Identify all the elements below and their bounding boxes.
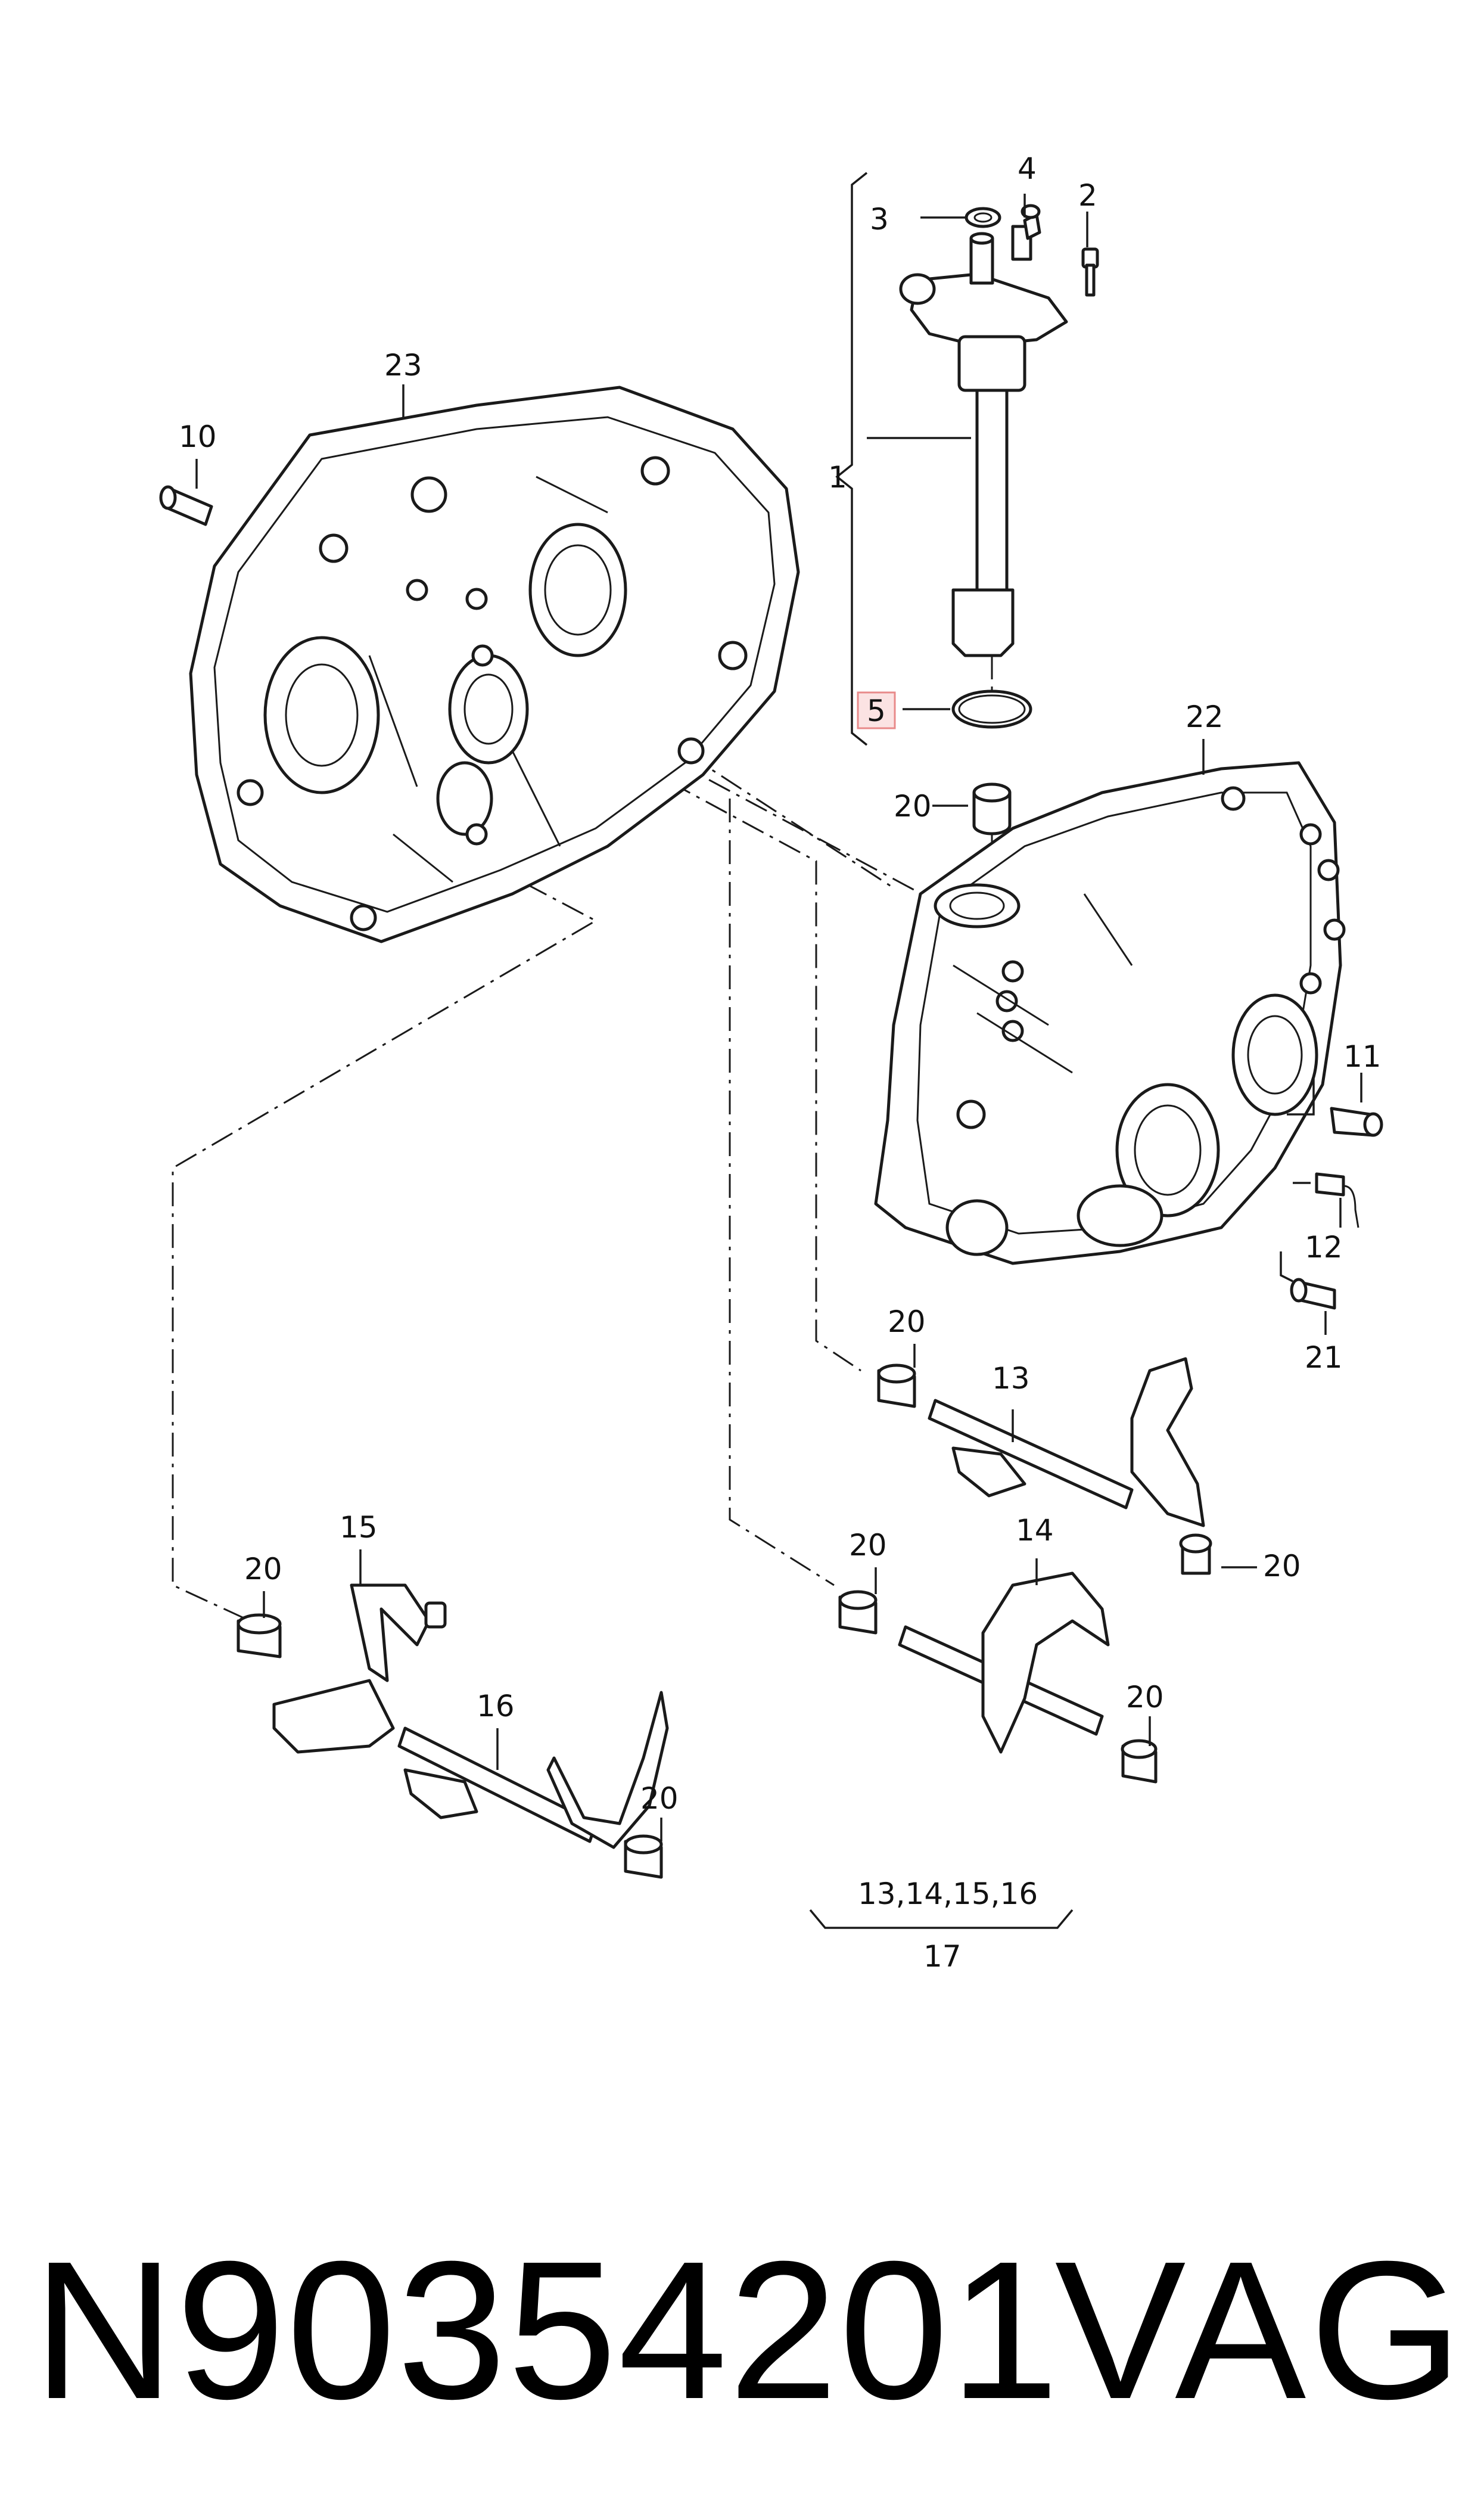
switch-sensor-12 [1315,1172,1359,1228]
callout-15: 15 [340,1510,378,1545]
bushing-fork-14-right [1121,1739,1158,1784]
bushing-top [972,782,1012,835]
shift-fork-rod-13 [928,1357,1205,1527]
callout-12: 12 [1305,1230,1343,1265]
callout-labels: 1 2 3 4 5 10 11 12 13 14 15 16 17 13,14,… [179,151,1382,1974]
callout-5: 5 [867,694,886,728]
callout-20-fork13-right: 20 [1263,1549,1301,1583]
bushing-fork-15 [237,1613,282,1658]
callout-2: 2 [1078,178,1097,213]
part-number: N90354201 [33,2220,1060,2440]
callout-20-top: 20 [894,789,932,824]
callout-20-fork15: 20 [244,1552,282,1586]
callout-23: 23 [384,348,422,383]
o-ring [951,689,1032,729]
callout-21: 21 [1305,1340,1343,1375]
callout-3: 3 [870,202,889,237]
dowel-pin [159,485,213,526]
callout-14: 14 [1016,1513,1054,1548]
bushing-fork-16 [624,1834,663,1879]
callout-4: 4 [1018,151,1037,186]
callout-13: 13 [992,1361,1030,1396]
set-members-label: 13,14,15,16 [858,1877,1038,1911]
shift-shaft-assembly [899,204,1099,657]
bushing-fork-14-left [838,1590,878,1635]
callout-20-fork13: 20 [888,1304,926,1339]
callout-20-fork14-right: 20 [1126,1680,1164,1714]
callout-11: 11 [1343,1039,1382,1074]
highlight-box [857,691,896,729]
callout-10: 10 [179,420,217,454]
transmission-housing-left [189,386,800,943]
shift-fork-rod-15 [272,1583,447,1754]
footer: N90354201 VAG [0,2205,1484,2455]
shift-fork-rod-14 [898,1571,1110,1754]
brand-name: VAG [1054,2220,1466,2440]
switch-sensor-11 [1330,1107,1383,1137]
shift-fork-rod-16 [397,1691,669,1849]
callout-22: 22 [1186,700,1224,734]
callout-17: 17 [923,1939,962,1974]
leader-lines [195,172,1362,1929]
callout-16: 16 [477,1689,515,1723]
callout-20-fork16: 20 [640,1781,679,1816]
switch-sensor-21 [1290,1278,1336,1310]
bushing-fork-13-left [877,1363,916,1408]
callout-20-fork14: 20 [849,1528,887,1563]
callout-1: 1 [828,460,847,495]
transmission-housing-right [874,761,1346,1265]
bushing-fork-13-right [1179,1533,1212,1575]
